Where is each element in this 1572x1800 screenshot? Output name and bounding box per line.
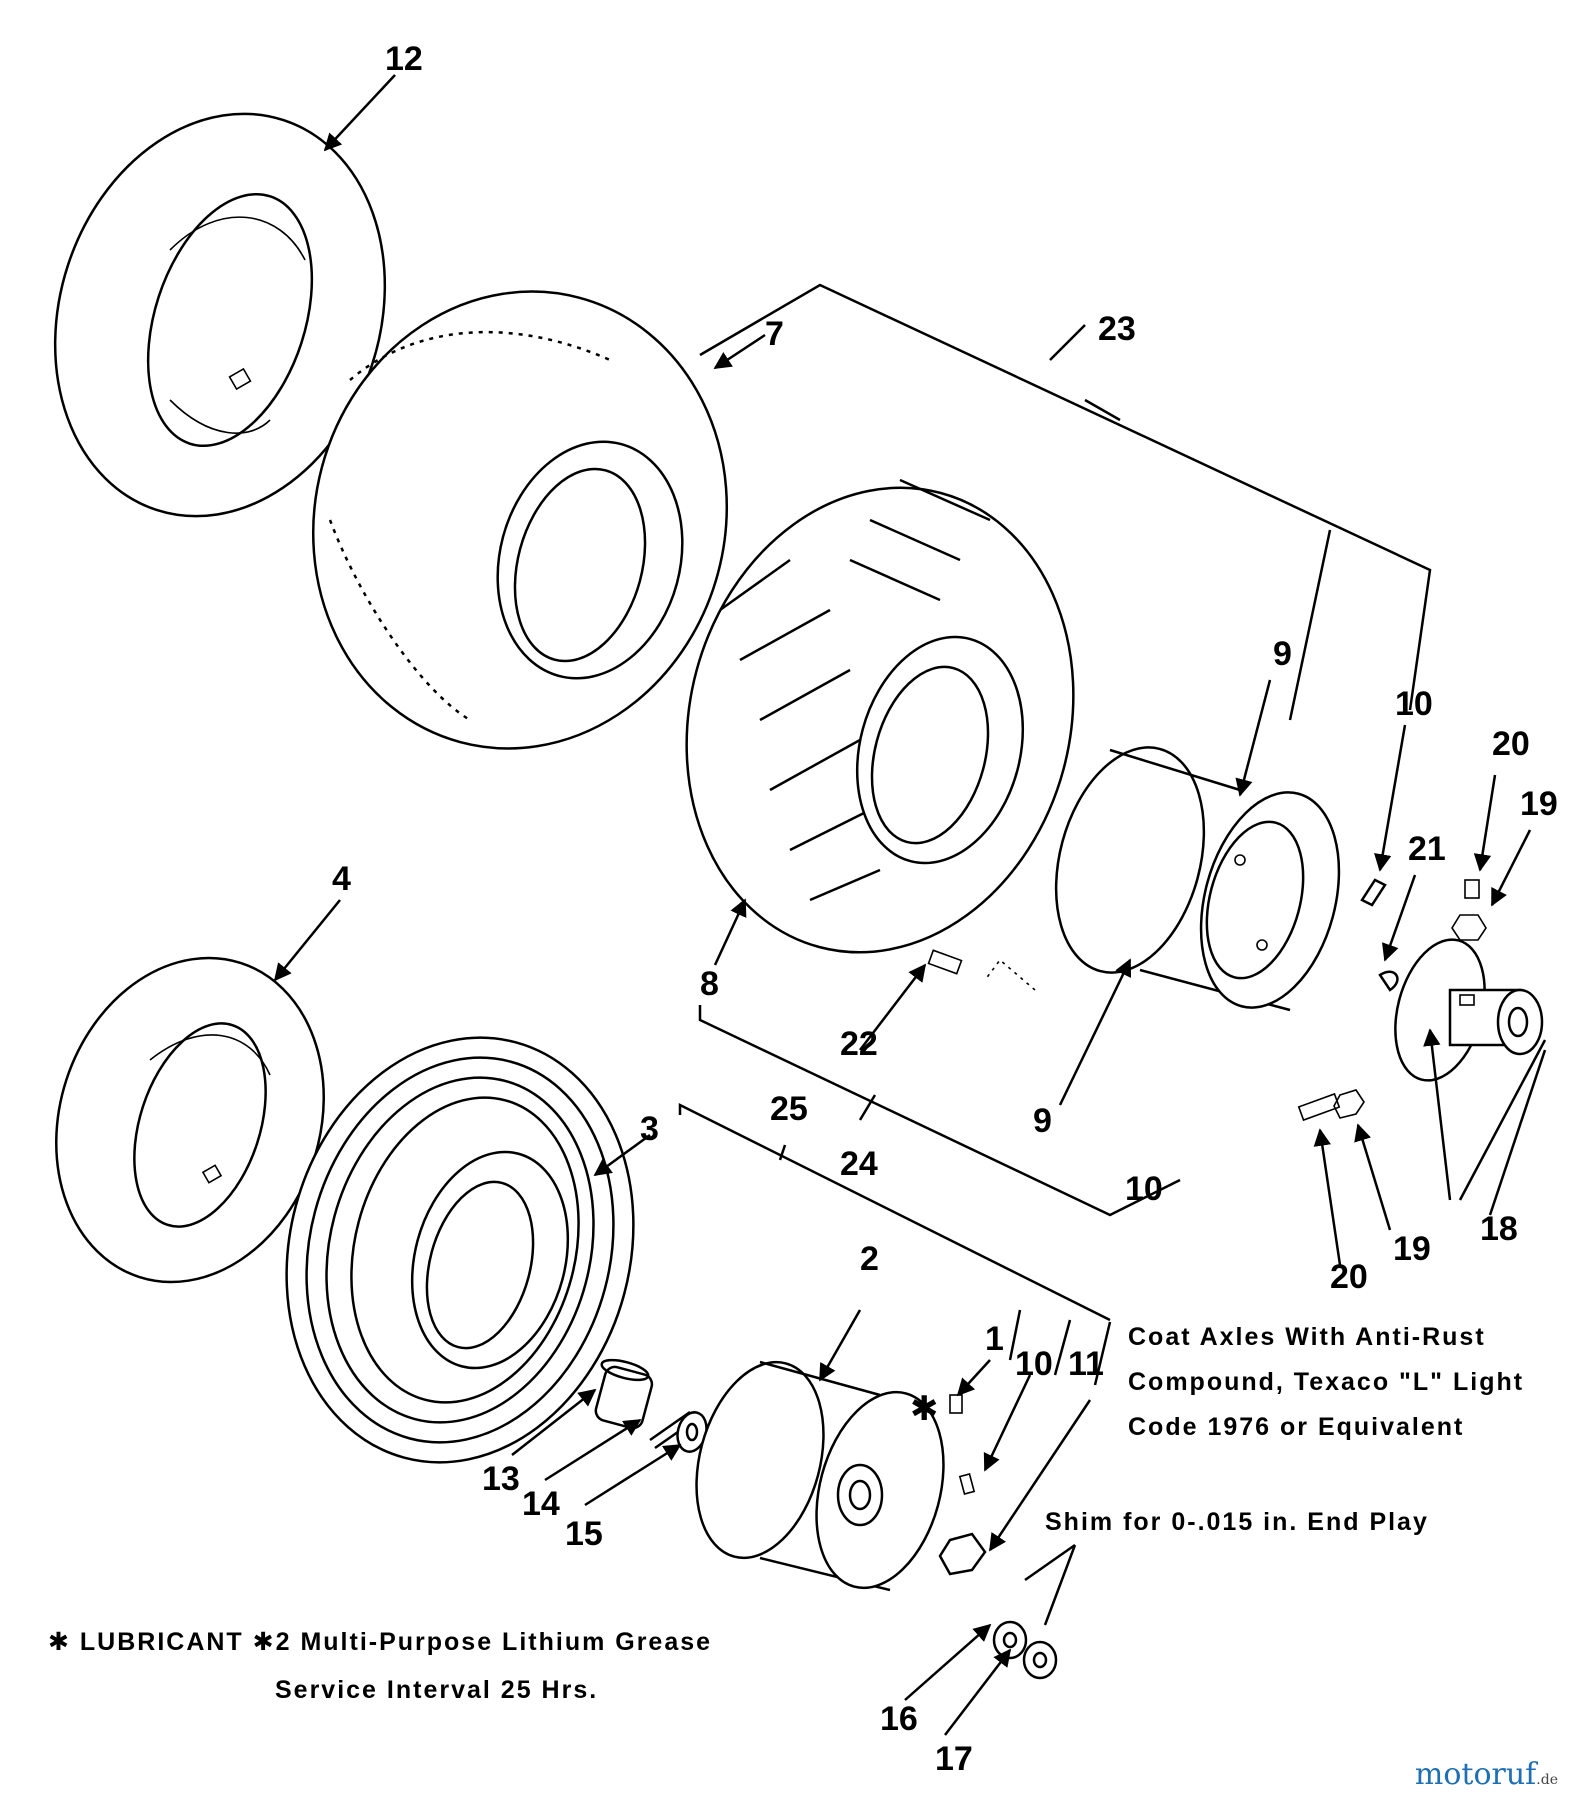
lug-tire-rear [685,478,1075,954]
callout-1: 1 [985,1320,1004,1358]
callout-9-mid: 9 [1033,1102,1052,1140]
callout-9-top: 9 [1273,635,1292,673]
front-wheel-rim [695,1360,945,1592]
note-shim: Shim for 0-.015 in. End Play [1045,1508,1429,1536]
callout-20-low: 20 [1330,1258,1368,1296]
rear-wheel-rim [1054,746,1341,1012]
callout-lube-star: ✱ [910,1390,939,1428]
callout-23: 23 [1098,310,1136,348]
callout-10-mid: 10 [1125,1170,1163,1208]
callout-10-top: 10 [1395,685,1433,723]
callout-8: 8 [700,965,719,1003]
inner-tube-rear [53,112,387,518]
callout-19-top: 19 [1520,785,1558,823]
callout-3: 3 [640,1110,659,1148]
callout-24: 24 [840,1145,878,1183]
callout-10-low: 10 [1015,1345,1053,1383]
note-lubricant: ✱ LUBRICANT ✱2 Multi-Purpose Lithium Gre… [48,1628,712,1656]
callout-labels: 12 7 23 9 10 20 19 21 4 8 22 9 25 3 24 1… [332,40,1558,1778]
note-coat-line3: Code 1976 or Equivalent [1128,1413,1464,1441]
rib-tire-front [285,1036,635,1464]
note-coat-line1: Coat Axles With Anti-Rust [1128,1323,1486,1351]
note-service-interval: Service Interval 25 Hrs. [275,1676,598,1704]
callout-14: 14 [522,1485,560,1523]
note-coat-line2: Compound, Texaco "L" Light [1128,1368,1524,1396]
callout-12: 12 [385,40,423,78]
callout-11: 11 [1068,1345,1104,1383]
watermark-logo: motoruf.de [1414,1757,1558,1792]
notes: Coat Axles With Anti-Rust Compound, Texa… [48,1323,1524,1704]
rear-hub [1394,938,1544,1082]
callout-15: 15 [565,1515,603,1553]
hardware-rear [927,878,1487,1122]
callout-18: 18 [1480,1210,1518,1248]
callout-20-top: 20 [1492,725,1530,763]
callout-22: 22 [840,1025,878,1063]
callout-17: 17 [935,1740,973,1778]
turf-tire-rear [311,290,729,750]
callout-25: 25 [770,1090,808,1128]
callout-2: 2 [860,1240,879,1278]
callout-7: 7 [765,315,784,353]
bracket-lines [678,283,1432,1386]
leader-arrows [273,74,1547,1736]
callout-16: 16 [880,1700,918,1738]
callout-19-low: 19 [1393,1230,1431,1268]
callout-21: 21 [1408,830,1446,868]
callout-13: 13 [482,1460,520,1498]
front-bearing-parts [594,1358,708,1453]
callout-4: 4 [332,860,351,898]
